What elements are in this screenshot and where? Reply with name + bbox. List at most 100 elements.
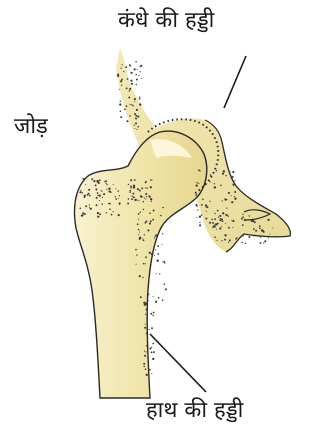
stipple-dot	[229, 171, 230, 172]
stipple-dot	[195, 194, 197, 196]
stipple-dot	[217, 223, 219, 225]
stipple-dot	[231, 195, 232, 196]
stipple-dot	[200, 170, 201, 171]
stipple-dot	[99, 213, 101, 215]
stipple-dot	[143, 263, 145, 265]
stipple-dot	[115, 198, 117, 200]
stipple-dot	[81, 192, 83, 194]
stipple-dot	[225, 223, 226, 224]
stipple-dot	[91, 178, 93, 180]
stipple-dot	[151, 373, 152, 374]
stipple-dot	[137, 188, 139, 190]
arm-bone-pointer	[150, 334, 206, 392]
stipple-dot	[120, 68, 121, 69]
shoulder-bone-pointer	[224, 56, 246, 108]
stipple-dot	[143, 366, 144, 367]
stipple-dot	[234, 180, 235, 181]
stipple-dot	[234, 198, 236, 200]
stipple-dot	[83, 214, 84, 215]
stipple-dot	[153, 351, 155, 353]
stipple-dot	[115, 196, 116, 197]
stipple-dot	[207, 206, 209, 208]
stipple-dot	[231, 220, 232, 221]
stipple-dot	[142, 238, 143, 239]
stipple-dot	[102, 197, 103, 198]
stipple-dot	[151, 201, 152, 202]
stipple-dot	[152, 219, 154, 221]
stipple-dot	[145, 193, 147, 195]
stipple-dot	[79, 191, 81, 193]
stipple-dot	[232, 220, 234, 222]
stipple-dot	[241, 218, 243, 220]
stipple-dot	[129, 115, 131, 117]
stipple-dot	[214, 236, 216, 238]
stipple-dot	[125, 66, 127, 68]
stipple-dot	[268, 237, 269, 238]
stipple-dot	[130, 187, 132, 189]
stipple-dot	[252, 220, 254, 222]
stipple-dot	[145, 323, 146, 324]
stipple-dot	[135, 249, 137, 251]
stipple-dot	[134, 101, 135, 102]
stipple-dot	[212, 222, 214, 224]
stipple-dot	[131, 198, 133, 200]
stipple-dot	[151, 351, 153, 353]
stipple-dot	[143, 363, 145, 365]
stipple-dot	[214, 183, 215, 184]
stipple-dot	[152, 343, 154, 345]
stipple-dot	[84, 196, 86, 198]
stipple-dot	[131, 80, 132, 81]
stipple-dot	[221, 240, 222, 241]
stipple-dot	[143, 196, 144, 197]
stipple-dot	[143, 201, 145, 203]
stipple-dot	[128, 198, 130, 200]
stipple-dot	[225, 175, 226, 176]
stipple-dot	[242, 235, 244, 237]
stipple-dot	[108, 190, 110, 192]
stipple-dot	[99, 200, 100, 201]
stipple-dot	[143, 302, 145, 304]
stipple-dot	[142, 277, 143, 278]
stipple-dot	[135, 61, 136, 62]
stipple-dot	[129, 90, 131, 92]
stipple-dot	[138, 219, 139, 220]
stipple-dot	[150, 186, 152, 188]
stipple-dot	[165, 288, 167, 290]
stipple-dot	[216, 229, 217, 230]
stipple-dot	[225, 214, 226, 215]
stipple-dot	[157, 260, 159, 262]
stipple-dot	[126, 105, 128, 107]
stipple-dot	[235, 238, 237, 240]
arm-bone-shape	[75, 131, 207, 398]
stipple-dot	[95, 184, 97, 186]
stipple-dot	[217, 240, 218, 241]
stipple-dot	[144, 198, 145, 199]
stipple-dot	[151, 347, 152, 348]
stipple-dot	[82, 212, 84, 214]
stipple-dot	[210, 174, 212, 176]
stipple-dot	[140, 296, 142, 298]
stipple-dot	[141, 196, 143, 198]
stipple-dot	[219, 227, 221, 229]
stipple-dot	[111, 214, 113, 216]
stipple-dot	[137, 69, 138, 70]
stipple-dot	[140, 211, 141, 212]
stipple-dot	[146, 196, 147, 197]
stipple-dot	[147, 229, 149, 231]
stipple-dot	[259, 227, 261, 229]
stipple-dot	[214, 213, 215, 214]
stipple-dot	[139, 97, 140, 98]
stipple-dot	[209, 222, 211, 224]
stipple-dot	[144, 234, 145, 235]
stipple-dot	[223, 170, 225, 172]
stipple-dot	[152, 358, 154, 360]
stipple-dot	[146, 345, 147, 346]
stipple-dot	[99, 195, 101, 197]
stipple-dot	[226, 207, 227, 208]
stipple-dot	[136, 84, 137, 85]
stipple-dot	[134, 179, 136, 181]
stipple-dot	[89, 204, 90, 205]
stipple-dot	[119, 103, 121, 105]
stipple-dot	[215, 186, 216, 187]
